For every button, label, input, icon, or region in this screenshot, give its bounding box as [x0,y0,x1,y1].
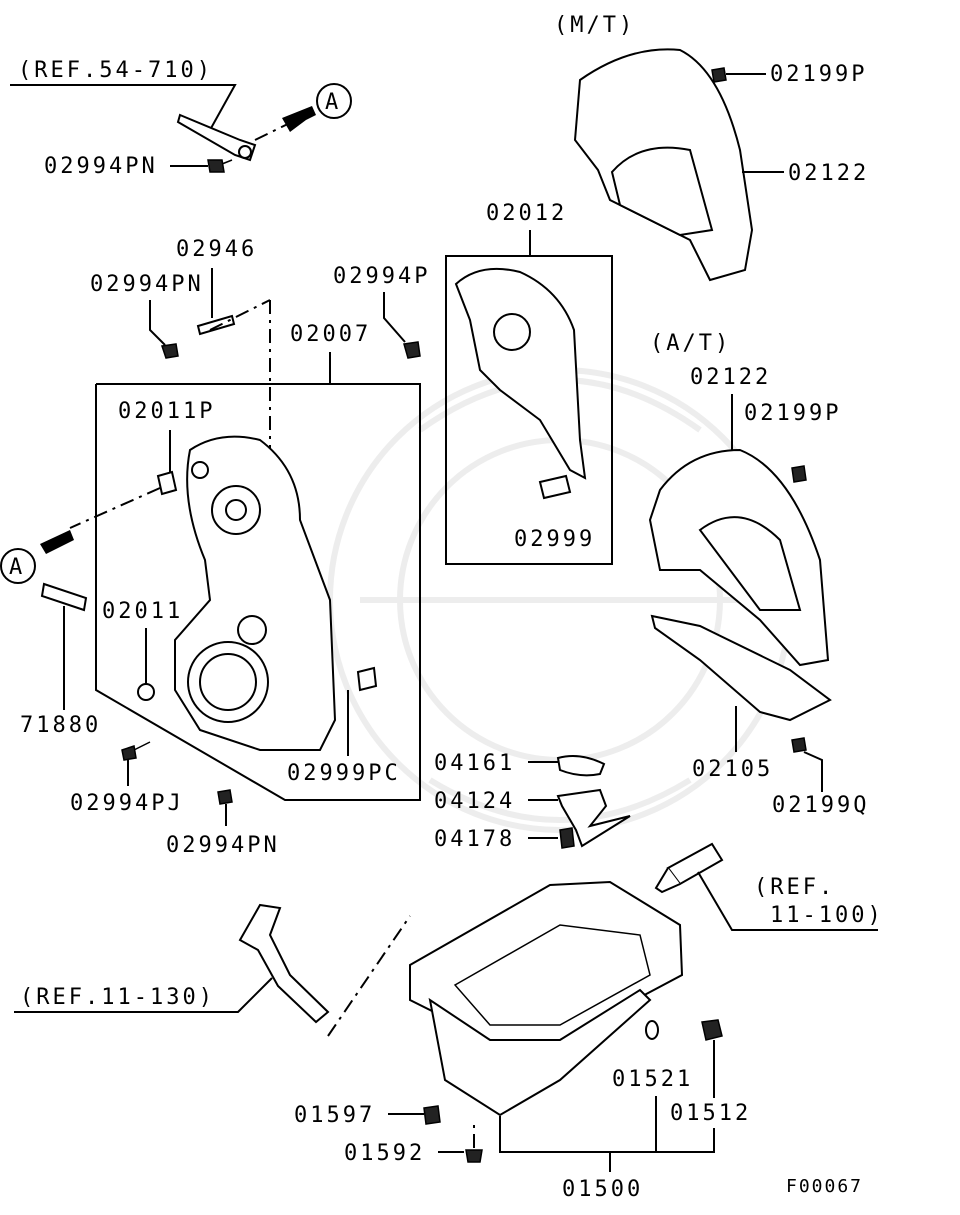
callout-a-left-group: A [0,530,74,584]
upper-cover-02012: 02012 02999 [445,201,613,565]
part-label-02007: 02007 [290,322,371,347]
plug-02011: 02011 [102,599,183,701]
part-label-02999PC: 02999PC [287,761,401,786]
part-label-71880: 71880 [20,713,101,738]
gauge-pipe-group: (REF.11-130) [14,903,411,1037]
washer-01521 [645,1020,659,1040]
cover-assembly-02007: 02007 [95,299,421,801]
drain-plug-01512 [701,1019,723,1041]
figure-code: F00067 [786,1176,863,1197]
part-label-02994PN: 02994PN [166,833,280,858]
part-label-02994PN: 02994PN [44,154,158,179]
oil-pan-body [428,988,652,1117]
part-label-01512: 01512 [670,1101,751,1126]
seal-02999PC: 02999PC [287,666,401,786]
ref-11-100-label-1: (REF. [754,875,835,900]
part-label-02105: 02105 [692,757,773,782]
bolt-02994PN-top: 02994PN [44,154,233,179]
bolt-02994PN-bottom: 02994PN [166,789,280,858]
part-label-02999: 02999 [514,527,595,552]
part-label-02122: 02122 [788,161,869,186]
callout-a-top-label: A [325,90,341,115]
at-cover-group: (A/T) 02122 02199P 02105 02199Q [648,331,869,818]
part-label-02994PN: 02994PN [90,272,204,297]
bolt-02994PJ: 02994PJ [70,741,184,816]
bracket-04124: 04124 [434,788,631,848]
sealant-tube [666,842,724,886]
grommet-02011P: 02011P [69,399,215,529]
part-label-02122: 02122 [690,365,771,390]
bolt-04178: 04178 [434,827,575,852]
ref-54-710-label: (REF.54-710) [18,58,213,83]
callout-a-top [316,83,352,119]
ref-54-710-group: (REF.54-710) A [10,58,352,162]
part-label-01500: 01500 [562,1177,643,1202]
arrow-to-a-icon [282,106,316,132]
part-label-02012: 02012 [486,201,567,226]
part-label-01597: 01597 [294,1103,375,1128]
label-plate-71880: 71880 [20,582,101,738]
part-label-02946: 02946 [176,237,257,262]
bracket-part [176,113,257,162]
part-label-01521: 01521 [612,1067,693,1092]
pin-02946-group: 02946 [176,237,257,336]
gauge-pipe [238,903,330,1024]
gasket-04161: 04161 [434,751,606,777]
sealant-tube-group: (REF. 11-100) [654,842,884,931]
part-label-02199P: 02199P [744,401,841,426]
arrow-to-a-icon [40,530,74,554]
plate-02105 [650,614,832,722]
part-label-04178: 04178 [434,827,515,852]
part-label-02994PJ: 02994PJ [70,791,184,816]
part-label-01592: 01592 [344,1141,425,1166]
ref-11-100-label-2: 11-100) [770,903,884,928]
oil-pan-group: 01521 01512 01500 01597 01592 [294,880,751,1202]
part-label-04124: 04124 [434,789,515,814]
callout-a-left-label: A [9,555,25,580]
part-label-02199P: 02199P [770,62,867,87]
part-label-04161: 04161 [434,751,515,776]
variant-label-mt: (M/T) [554,13,635,38]
part-label-02199Q: 02199Q [772,793,869,818]
bolt-02994PN-mid: 02994PN [90,272,204,359]
mt-cover-group: (M/T) 02199P 02122 [554,13,869,282]
bolt-02994P: 02994P [333,264,430,359]
part-label-02011: 02011 [102,599,183,624]
part-label-02994P: 02994P [333,264,430,289]
callout-a-left [0,548,36,584]
variant-label-at: (A/T) [650,331,731,356]
part-label-02011P: 02011P [118,399,215,424]
ref-11-130-label: (REF.11-130) [20,985,215,1010]
